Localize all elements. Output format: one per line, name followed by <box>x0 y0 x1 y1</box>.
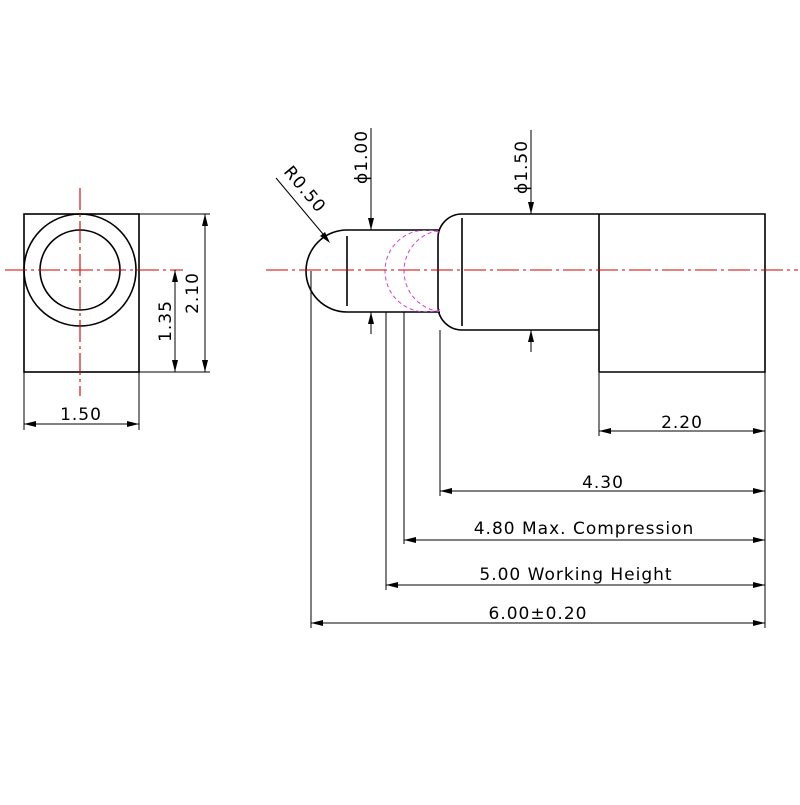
dim-len-working-label: 5.00 Working Height <box>479 565 672 585</box>
dim-height-total-label: 2.10 <box>183 272 203 314</box>
side-view: R0.50 ϕ1.00 ϕ1.50 <box>266 128 798 628</box>
barrel-outline <box>437 213 766 373</box>
dim-height-axis-label: 1.35 <box>156 300 176 342</box>
plunger-tip-outline <box>305 229 440 313</box>
end-view: 1.50 2.10 1.35 <box>5 188 210 430</box>
hidden-compression-lines <box>384 230 440 312</box>
dim-dia-tip: ϕ1.00 <box>352 128 374 334</box>
dim-dia-body-label: ϕ1.50 <box>512 140 532 194</box>
dim-len-base: 2.20 <box>599 413 765 434</box>
dim-width-end-label: 1.50 <box>60 405 102 425</box>
dim-len-body: 4.30 <box>440 473 765 494</box>
dim-len-max-comp-label: 4.80 Max. Compression <box>474 519 695 539</box>
dim-radius-label: R0.50 <box>279 162 329 217</box>
dim-len-total: 6.00±0.20 <box>311 604 765 626</box>
dim-radius: R0.50 <box>275 162 330 243</box>
end-view-square <box>23 213 140 373</box>
dim-height-axis: 1.35 <box>156 270 178 372</box>
dim-dia-tip-label: ϕ1.00 <box>352 130 372 184</box>
dim-len-body-label: 4.30 <box>582 473 624 493</box>
dim-len-working: 5.00 Working Height <box>386 565 765 588</box>
dim-len-max-comp: 4.80 Max. Compression <box>404 519 765 543</box>
dim-width-end: 1.50 <box>23 372 140 430</box>
dim-len-base-label: 2.20 <box>661 413 703 433</box>
dim-len-total-label: 6.00±0.20 <box>489 604 588 624</box>
dim-dia-body: ϕ1.50 <box>512 130 534 352</box>
